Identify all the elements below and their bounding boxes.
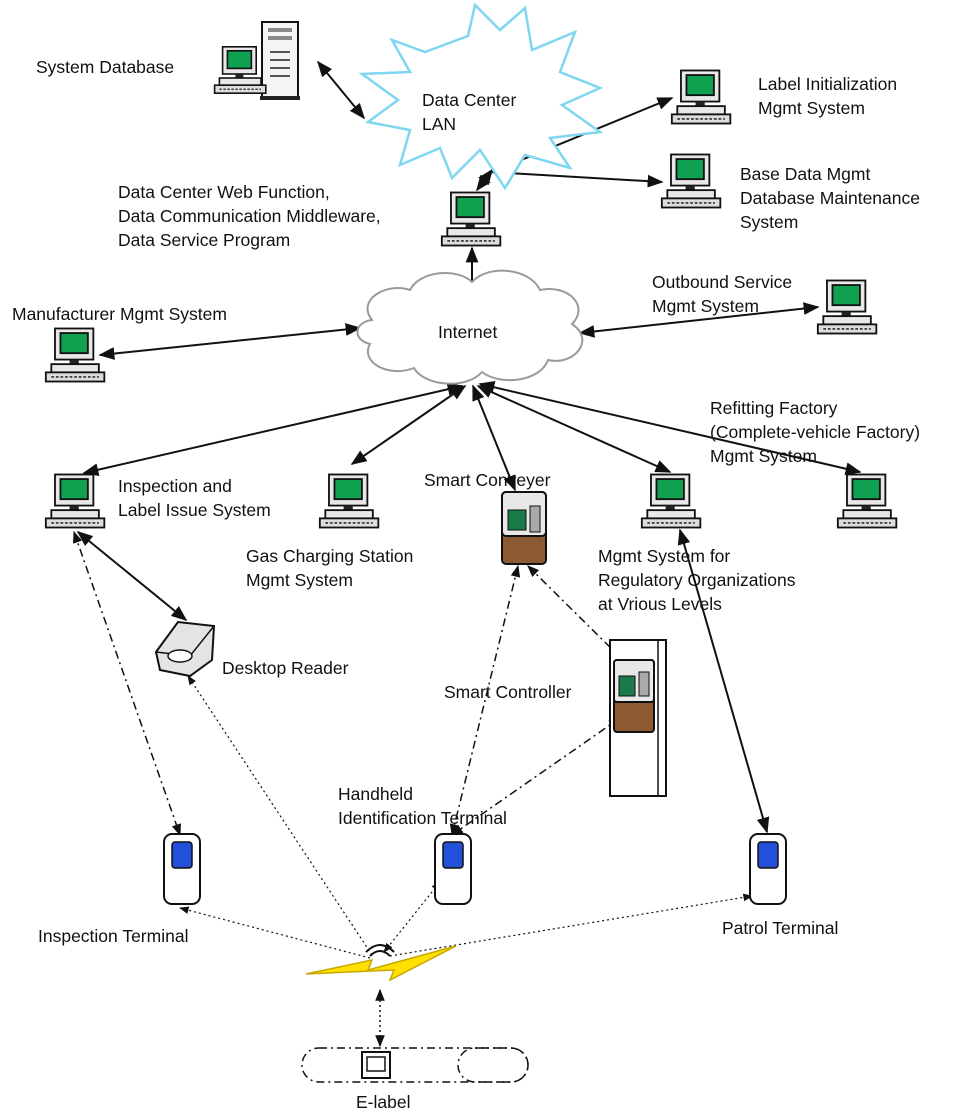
link-conveyer-handheld <box>449 564 521 837</box>
data-center-lan-cloud <box>358 2 604 191</box>
computer-icon <box>660 153 722 209</box>
link-wireless-handheld <box>383 881 441 953</box>
e-label-label: E-label <box>356 1092 411 1112</box>
lightning-icon <box>305 944 457 982</box>
smart-controller-label: Smart Controller <box>444 682 572 702</box>
link-internet-outbound <box>578 302 820 338</box>
internet-label: Internet <box>438 322 498 342</box>
smart-controller-icon <box>609 639 667 797</box>
refitting-label: Refitting Factory(Complete-vehicle Facto… <box>710 398 921 466</box>
smart-conveyer-label: Smart Conveyer <box>424 470 551 490</box>
computer-icon <box>670 69 732 125</box>
internet-cloud <box>356 269 584 385</box>
link-wireless-insterm <box>179 906 371 959</box>
link-internet-inspection <box>82 382 464 477</box>
patrol-terminal-label: Patrol Terminal <box>722 918 839 938</box>
link-internet-refitting <box>478 381 862 475</box>
link-controller-handheld <box>451 717 621 836</box>
handheld-terminal-icon <box>163 833 201 905</box>
inspection-terminal-label: Inspection Terminal <box>38 926 189 946</box>
computer-icon <box>440 191 502 247</box>
server-tower-icon <box>260 21 300 100</box>
link-lan-web <box>476 168 493 192</box>
link-regulatory-patrol <box>677 528 770 834</box>
desktop-reader-label: Desktop Reader <box>222 658 349 678</box>
link-inspection-reader <box>76 530 188 622</box>
computer-icon <box>318 473 380 529</box>
connections <box>73 60 862 1048</box>
system-database-label: System Database <box>36 57 175 77</box>
computer-icon <box>213 45 267 95</box>
link-lan-basedata <box>490 166 664 188</box>
link-internet-regulatory <box>476 385 672 473</box>
computer-icon <box>836 473 898 529</box>
link-internet-manufacturer <box>98 323 362 360</box>
manufacturer-label: Manufacturer Mgmt System <box>12 304 227 324</box>
computer-icon <box>816 279 878 335</box>
computer-icon <box>640 473 702 529</box>
link-inspection-terminal <box>73 530 181 837</box>
link-conveyer-controller <box>527 565 629 666</box>
link-db-lan <box>316 60 366 120</box>
link-internet-gas <box>350 385 467 465</box>
smart-conveyer-icon <box>501 491 547 565</box>
web-function-label: Data Center Web Function,Data Communicat… <box>118 182 381 250</box>
link-wireless-reader <box>187 675 373 956</box>
link-wireless-patrol <box>389 893 753 957</box>
handheld-terminal-icon <box>434 833 472 905</box>
e-label-icon <box>301 1047 529 1083</box>
computer-icon <box>44 327 106 383</box>
computer-icon <box>44 473 106 529</box>
handheld-terminal-icon <box>749 833 787 905</box>
desktop-reader-icon <box>154 620 216 678</box>
